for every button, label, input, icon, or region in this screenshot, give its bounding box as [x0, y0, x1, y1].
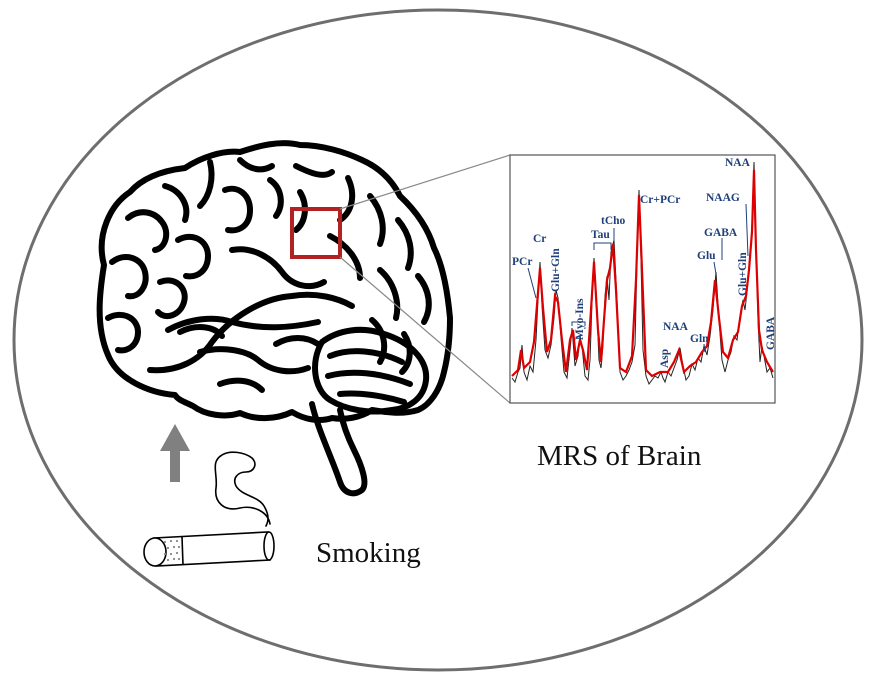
smoking-caption: Smoking: [316, 537, 421, 569]
bracket-tau: [593, 242, 612, 250]
leader-gln: [703, 343, 706, 353]
roi-box: [290, 207, 342, 259]
peak-label-naag: NAAG: [706, 192, 740, 204]
peak-label-cr-pcr: Cr+PCr: [640, 194, 680, 206]
zoom-line-top: [339, 154, 511, 210]
peak-label-tcho: tCho: [601, 215, 626, 227]
mrs-caption: MRS of Brain: [537, 440, 702, 472]
smoke-icon: [214, 451, 271, 527]
peak-label-glu-gln-2: Glu+Gln: [737, 252, 749, 296]
peak-label-pcr: PCr: [512, 256, 532, 268]
brain-icon: [96, 140, 453, 497]
peak-label-gaba-1: GABA: [704, 227, 738, 239]
peak-label-gln: Gln: [690, 333, 709, 345]
peak-label-gaba-2: GABA: [765, 316, 777, 350]
peak-label-glu-gln-1: Glu+Gln: [550, 248, 562, 292]
cigarette-icon: [143, 531, 275, 567]
zoom-line-bottom: [339, 256, 511, 404]
bracket-myo-ins: [571, 321, 586, 326]
peak-label-asp: Asp: [659, 349, 671, 368]
spectrum-fit-line: [511, 169, 774, 378]
leader-glu: [713, 261, 717, 275]
peak-label-glu: Glu: [697, 250, 716, 262]
outer-ellipse: [12, 8, 864, 672]
up-arrow-icon: [160, 424, 190, 482]
leader-pcr: [527, 267, 537, 299]
leader-naag: [745, 203, 749, 257]
peak-label-cr: Cr: [533, 233, 546, 245]
peak-label-myo-ins: Myo-Ins: [574, 298, 586, 340]
peak-label-naa-main: NAA: [725, 157, 751, 169]
peak-label-naa-small: NAA: [663, 321, 689, 333]
peak-label-tau: Tau: [591, 229, 610, 241]
